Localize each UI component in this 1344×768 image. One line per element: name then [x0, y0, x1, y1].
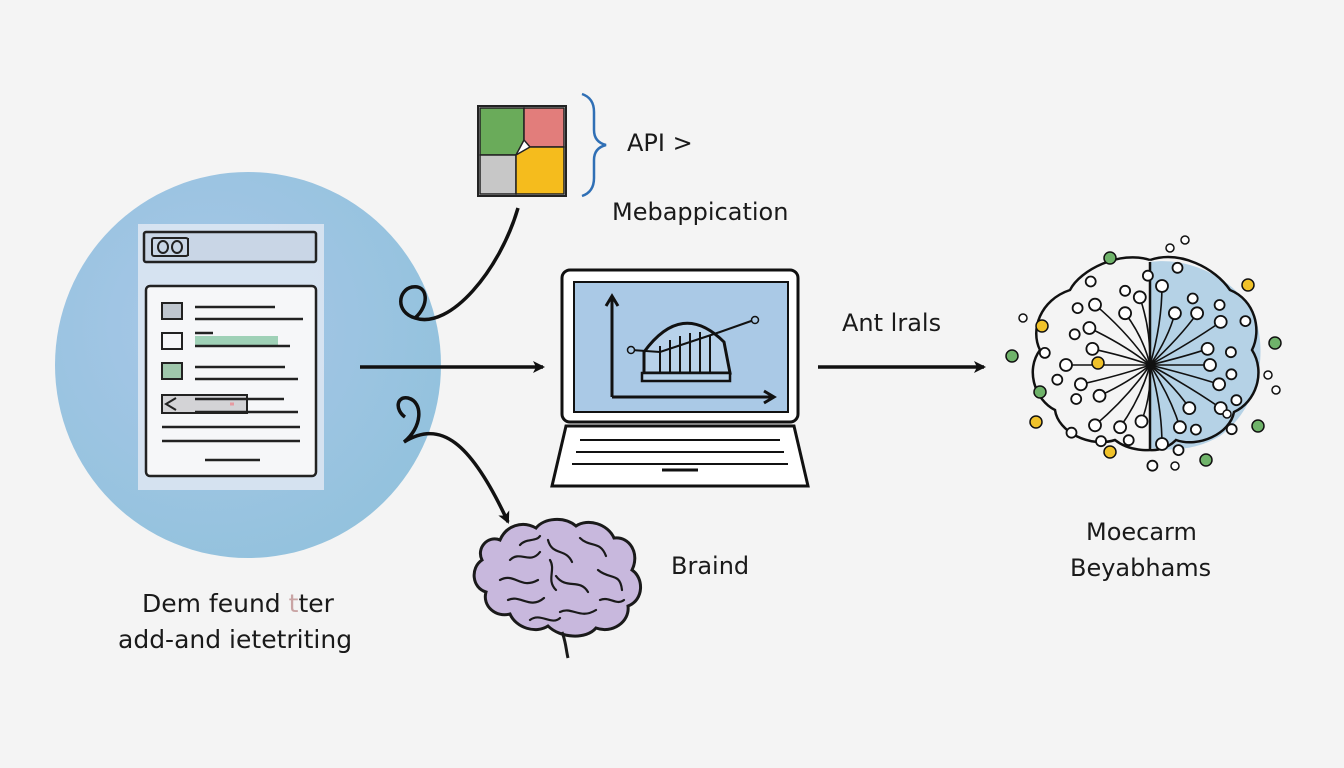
network-node — [1213, 314, 1228, 329]
webapp-label: Mebappication — [612, 198, 788, 226]
network-spoke — [1089, 327, 1151, 366]
network-node — [1113, 420, 1127, 435]
network-node — [1088, 418, 1102, 433]
network-dot — [1222, 409, 1232, 419]
network-node — [1171, 261, 1184, 274]
neural-network-icon — [1005, 235, 1282, 472]
document-window-icon — [138, 224, 324, 490]
network-spoke — [1138, 297, 1151, 366]
network-node — [1203, 358, 1217, 372]
network-node — [1082, 321, 1097, 335]
network-dot — [1180, 235, 1190, 245]
network-node — [1182, 401, 1197, 416]
network-node — [1068, 328, 1081, 341]
network-dot — [1199, 453, 1213, 467]
network-node — [1230, 394, 1243, 407]
network-node — [1059, 358, 1073, 372]
network-dot — [1103, 251, 1117, 265]
network-dot — [1268, 336, 1282, 350]
network-spoke — [1149, 321, 1222, 366]
network-dot — [1263, 370, 1273, 380]
network-dot — [1241, 278, 1255, 292]
network-node — [1213, 299, 1226, 311]
network-spoke — [1099, 364, 1151, 397]
network-dot — [1033, 385, 1047, 399]
network-spoke — [1094, 364, 1151, 426]
network-spoke — [1149, 286, 1163, 366]
network-dot — [1091, 356, 1105, 370]
network-node — [1239, 315, 1252, 328]
grid-tiles-icon — [477, 105, 567, 197]
connector-to-api — [399, 207, 520, 322]
network-dot — [1271, 385, 1281, 395]
network-node — [1122, 434, 1135, 447]
network-spokes — [1038, 261, 1252, 472]
network-node — [1155, 279, 1169, 293]
network-node — [1146, 459, 1159, 472]
source-label-line2: add-and ietetriting — [118, 625, 352, 654]
network-node — [1225, 423, 1238, 436]
network-node — [1084, 275, 1097, 288]
network-dot — [1170, 461, 1180, 471]
network-node — [1119, 284, 1131, 297]
network-node — [1095, 435, 1107, 448]
network-spoke — [1080, 364, 1151, 386]
api-node: API > Mebappication — [477, 92, 788, 226]
network-node — [1212, 377, 1226, 392]
network-node — [1038, 346, 1051, 359]
network-dot — [1165, 243, 1175, 253]
network-node — [1134, 414, 1149, 429]
network-node — [1074, 377, 1088, 392]
network-node — [1088, 297, 1102, 312]
curly-brace-icon — [581, 92, 607, 198]
network-node — [1085, 341, 1100, 356]
arrow-to-brain — [396, 396, 510, 524]
network-spoke — [1149, 364, 1163, 444]
network-dot — [1018, 313, 1028, 323]
network-dot — [1029, 415, 1043, 429]
network-node — [1070, 393, 1083, 405]
network-node — [1092, 388, 1107, 403]
network-node — [1132, 290, 1147, 305]
source-label-mark: t — [289, 589, 299, 618]
network-dot — [1005, 349, 1019, 363]
network-node — [1065, 426, 1078, 439]
network-node — [1225, 346, 1237, 359]
network-node — [1172, 444, 1185, 457]
network-spoke — [1094, 304, 1151, 366]
brain-label: Braind — [671, 552, 749, 580]
network-node — [1186, 292, 1199, 305]
network-node — [1051, 373, 1064, 386]
network-node — [1071, 302, 1084, 315]
network-dot — [1035, 319, 1049, 333]
network-node — [1155, 437, 1169, 451]
network-spoke — [1149, 364, 1222, 409]
network-node — [1173, 420, 1187, 435]
network-node — [1118, 306, 1132, 321]
network-node — [1142, 269, 1154, 282]
brain-icon — [472, 518, 642, 659]
laptop-chart-icon — [550, 268, 810, 488]
source-node: Dem feund tter add-and ietetriting — [55, 172, 441, 654]
network-label-line2: Beyabhams — [1070, 554, 1211, 582]
network-node — [1168, 306, 1182, 321]
network-node — [1190, 423, 1202, 436]
network-dot — [1103, 445, 1117, 459]
api-label: API > — [627, 129, 693, 157]
network-dot — [1251, 419, 1265, 433]
network-label-line1: Moecarm — [1086, 518, 1197, 546]
network-node — [1200, 341, 1215, 356]
arrow-caption: Ant lrals — [842, 309, 941, 337]
source-label-line1: Dem feund tter — [142, 589, 335, 618]
network-dots — [1005, 235, 1282, 471]
network-node — [1225, 368, 1238, 381]
network-node — [1190, 306, 1204, 321]
